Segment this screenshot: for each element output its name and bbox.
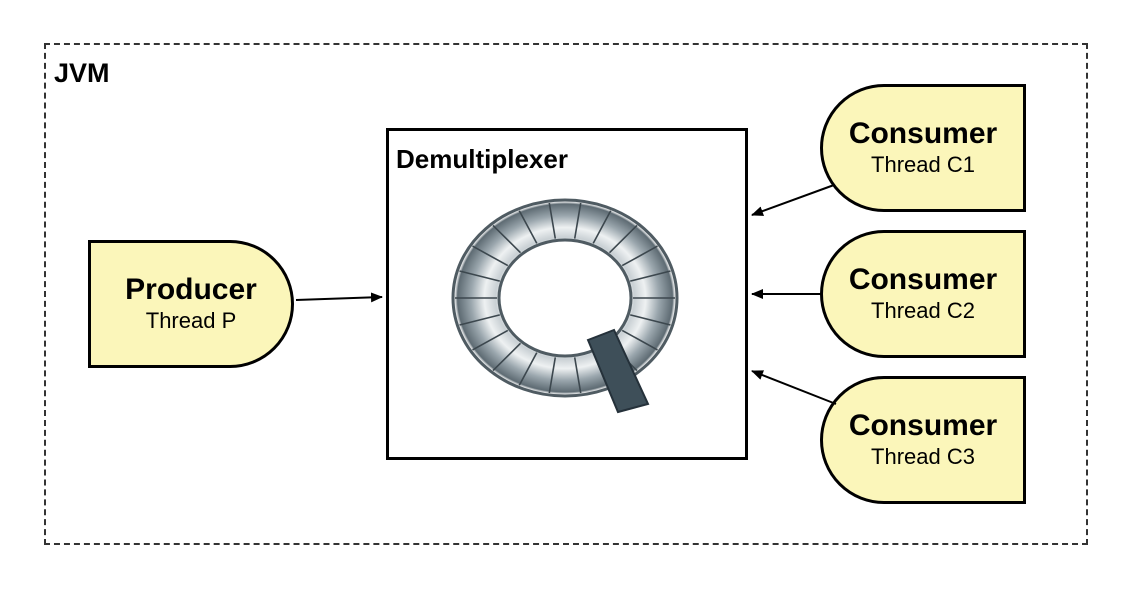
consumer-node-c2: Consumer Thread C2	[820, 230, 1026, 358]
producer-node: Producer Thread P	[88, 240, 294, 368]
ring-segment-line	[459, 314, 500, 326]
jvm-label: JVM	[54, 58, 110, 88]
demultiplexer-label: Demultiplexer	[396, 144, 568, 174]
jvm-boundary	[44, 43, 1088, 545]
ring-segment-line	[459, 270, 500, 282]
consumer-subtitle: Thread C3	[871, 444, 975, 469]
producer-title: Producer	[125, 273, 257, 306]
consumer-title: Consumer	[848, 263, 998, 296]
ring-segment-line	[492, 342, 522, 372]
consumer-title: Consumer	[848, 117, 998, 150]
ring-segment-line	[573, 202, 582, 239]
ring-segment-line	[573, 357, 582, 394]
consumer-subtitle: Thread C2	[871, 298, 975, 323]
ring-segment-line	[630, 270, 671, 282]
ring-segment-line	[621, 245, 658, 267]
ring-segment-line	[548, 357, 557, 394]
ring-segment-line	[472, 329, 509, 351]
consumer-subtitle: Thread C1	[871, 152, 975, 177]
ring-segment-line	[608, 224, 638, 254]
ring-segment-line	[630, 314, 671, 326]
ring-segment-line	[518, 352, 538, 386]
ring-segment-line	[492, 224, 522, 254]
ring-buffer-icon	[451, 198, 679, 414]
demultiplexer-box	[386, 128, 748, 460]
consumer-node-c3: Consumer Thread C3	[820, 376, 1026, 504]
ring-segment-line	[592, 210, 612, 244]
ring-segment-line	[472, 245, 509, 267]
consumer-title: Consumer	[848, 409, 998, 442]
ring-segment-line	[518, 210, 538, 244]
ring-segment-line	[621, 329, 658, 351]
ring-segment-line	[548, 202, 557, 239]
producer-subtitle: Thread P	[145, 308, 237, 333]
consumer-node-c1: Consumer Thread C1	[820, 84, 1026, 212]
